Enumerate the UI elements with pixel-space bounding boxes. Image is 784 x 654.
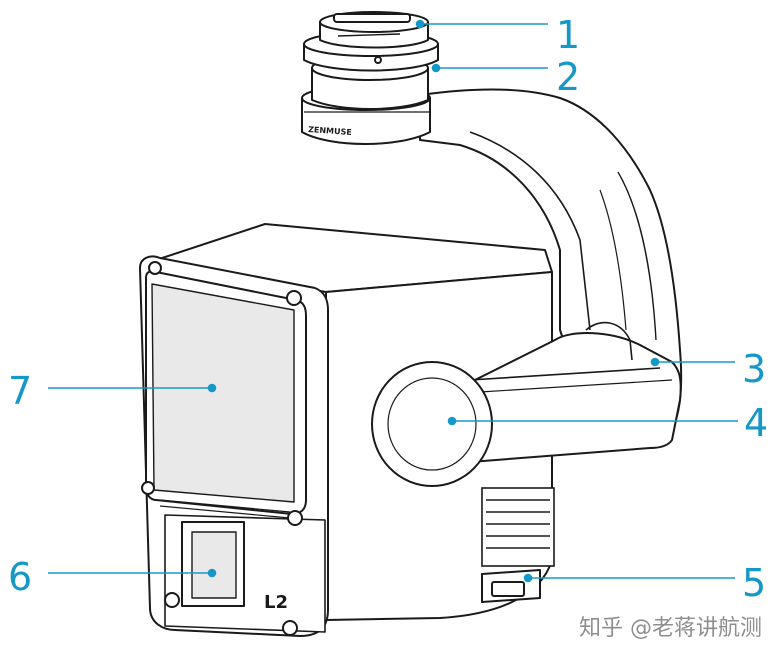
callout-number-2: 2 <box>556 55 581 99</box>
storage-port-cover <box>481 569 541 603</box>
watermark: 知乎 @老蒋讲航测 <box>579 616 762 641</box>
model-marking: L2 <box>264 592 288 613</box>
callout-number-7: 7 <box>8 369 33 413</box>
callout-leaders <box>48 19 738 583</box>
brand-marking: ZENMUSE <box>308 125 352 137</box>
heat-sink <box>481 487 555 567</box>
callout-number-1: 1 <box>556 13 581 57</box>
callout-number-4: 4 <box>744 401 769 445</box>
rgb-lens <box>164 521 298 636</box>
callout-number-3: 3 <box>742 347 767 391</box>
tilt-motor <box>371 321 682 487</box>
lidar-window <box>141 261 307 526</box>
callout-number-5: 5 <box>742 561 767 605</box>
gimbal-connector <box>301 11 439 145</box>
callout-number-6: 6 <box>8 555 33 599</box>
